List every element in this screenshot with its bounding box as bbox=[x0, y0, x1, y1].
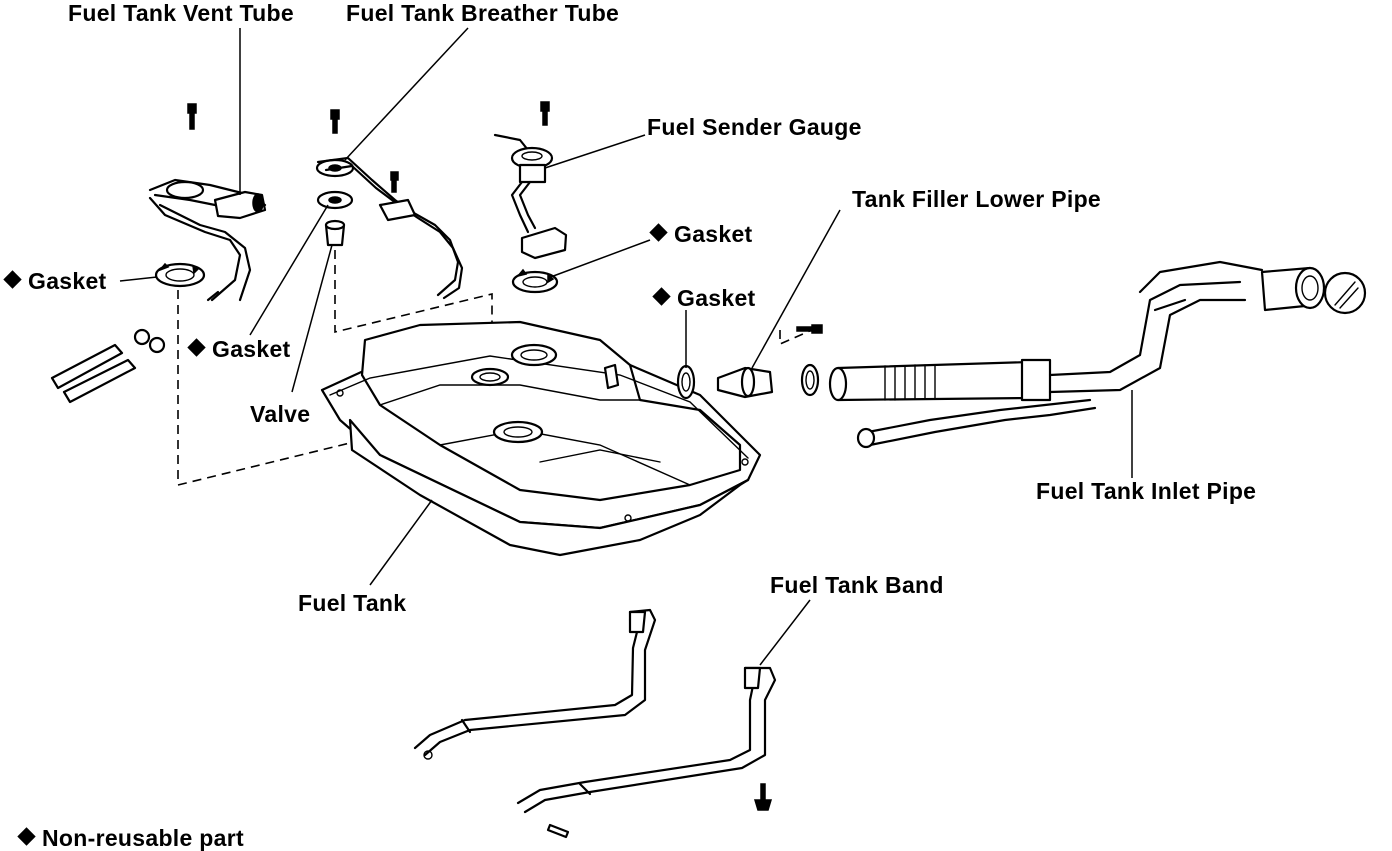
label-tank-filler-lower-pipe: Tank Filler Lower Pipe bbox=[852, 186, 1102, 212]
diamond-icon bbox=[652, 287, 671, 306]
fuel-tank-breather-tube bbox=[316, 156, 464, 300]
bolt-icons bbox=[187, 101, 823, 811]
label-gasket-filler: Gasket bbox=[652, 287, 756, 310]
label-gasket-sender: Gasket bbox=[649, 223, 753, 246]
label-fuel-tank-vent-tube: Fuel Tank Vent Tube bbox=[68, 0, 294, 26]
label-valve: Valve bbox=[250, 401, 311, 427]
label-gasket-center: Gasket bbox=[187, 338, 291, 361]
diamond-icon bbox=[3, 270, 22, 289]
gasket-sender-part bbox=[511, 268, 559, 294]
legend-non-reusable-part: Non-reusable part bbox=[17, 827, 244, 850]
tank-filler-lower-pipe bbox=[716, 363, 820, 399]
fuel-tank-band-front bbox=[413, 608, 657, 760]
fuel-tank-band-rear bbox=[516, 666, 777, 839]
label-fuel-tank-breather-tube: Fuel Tank Breather Tube bbox=[346, 0, 620, 26]
label-gasket-left: Gasket bbox=[3, 270, 107, 293]
diamond-icon bbox=[649, 223, 668, 242]
valve-part bbox=[324, 219, 346, 247]
fuel-tank-inlet-pipe bbox=[828, 260, 1367, 449]
fuel-tank bbox=[320, 320, 762, 557]
diamond-icon bbox=[17, 827, 36, 846]
fuel-tank-vent-tube bbox=[148, 178, 267, 302]
label-fuel-tank-band: Fuel Tank Band bbox=[770, 572, 944, 598]
label-fuel-tank-inlet-pipe: Fuel Tank Inlet Pipe bbox=[1036, 478, 1257, 504]
hoses-and-clips bbox=[50, 328, 166, 404]
leader-lines bbox=[119, 27, 1133, 666]
fuel-sender-gauge bbox=[493, 133, 568, 260]
diamond-icon bbox=[187, 338, 206, 357]
label-fuel-tank: Fuel Tank bbox=[298, 590, 407, 616]
label-fuel-sender-gauge: Fuel Sender Gauge bbox=[647, 114, 862, 140]
gasket-left-part bbox=[154, 262, 206, 288]
gasket-filler-part bbox=[676, 364, 696, 400]
